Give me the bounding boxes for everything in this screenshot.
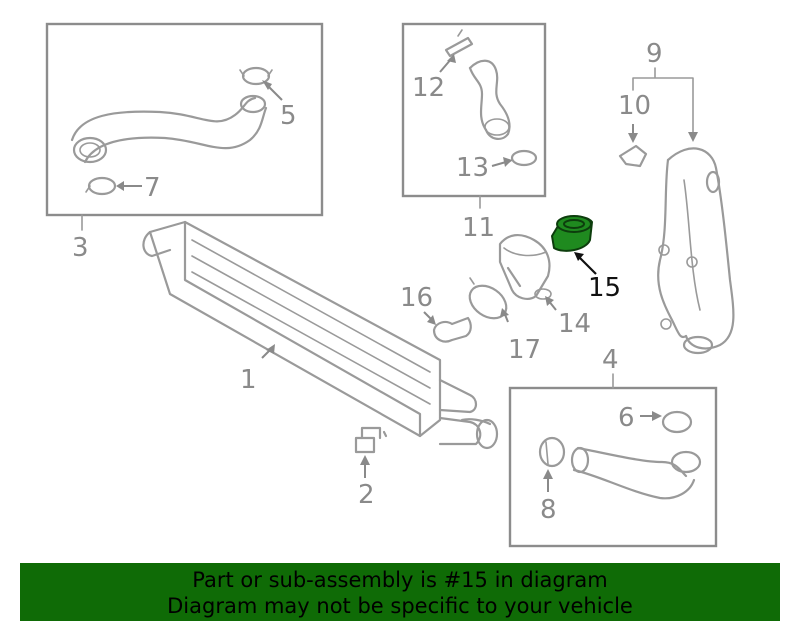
callout-10[interactable]: 10	[618, 91, 651, 121]
part-clamp-7[interactable]	[85, 176, 117, 196]
callout-7[interactable]: 7	[144, 173, 161, 203]
callout-1[interactable]: 1	[240, 365, 257, 395]
part-bracket-10[interactable]	[618, 144, 648, 168]
callout-5[interactable]: 5	[280, 101, 297, 131]
callout-17[interactable]: 17	[508, 335, 541, 365]
part-clamp-ring-17[interactable]	[464, 277, 513, 325]
part-resonator-14[interactable]	[498, 234, 552, 300]
part-seal-15-highlighted[interactable]	[551, 215, 593, 252]
part-sensor-16[interactable]	[432, 316, 472, 343]
callout-14[interactable]: 14	[558, 309, 591, 339]
part-pipe-11[interactable]	[468, 59, 511, 140]
parts-diagram: 3 5 7 11 12 13 9 1	[45, 22, 735, 548]
part-intercooler-1[interactable]	[142, 220, 499, 450]
callout-16[interactable]: 16	[400, 283, 433, 313]
part-clamp-6[interactable]	[661, 410, 693, 434]
callout-4[interactable]: 4	[602, 345, 619, 375]
callout-12[interactable]: 12	[412, 73, 445, 103]
box-group-3	[45, 22, 324, 217]
part-clamp-5[interactable]	[239, 66, 273, 86]
callout-2[interactable]: 2	[358, 480, 375, 510]
box-group-11	[401, 22, 547, 198]
banner-line-2: Diagram may not be specific to your vehi…	[167, 594, 633, 618]
info-banner: Part or sub-assembly is #15 in diagram D…	[20, 563, 780, 621]
callout-8[interactable]: 8	[540, 495, 557, 525]
part-sensor-12[interactable]	[444, 29, 474, 58]
part-hose-upper-left[interactable]	[70, 94, 268, 164]
banner-line-1: Part or sub-assembly is #15 in diagram	[192, 568, 608, 592]
part-bolt-2[interactable]	[354, 426, 388, 454]
callout-13[interactable]: 13	[456, 153, 489, 183]
part-hose-lower[interactable]	[570, 446, 702, 500]
callout-15[interactable]: 15	[588, 273, 621, 303]
callout-6[interactable]: 6	[618, 403, 635, 433]
callout-3[interactable]: 3	[72, 233, 89, 263]
part-air-duct-9[interactable]	[657, 147, 735, 355]
part-clamp-8[interactable]	[538, 436, 566, 468]
part-clamp-13[interactable]	[505, 149, 538, 167]
callout-9[interactable]: 9	[646, 39, 663, 69]
callout-11[interactable]: 11	[462, 213, 495, 243]
